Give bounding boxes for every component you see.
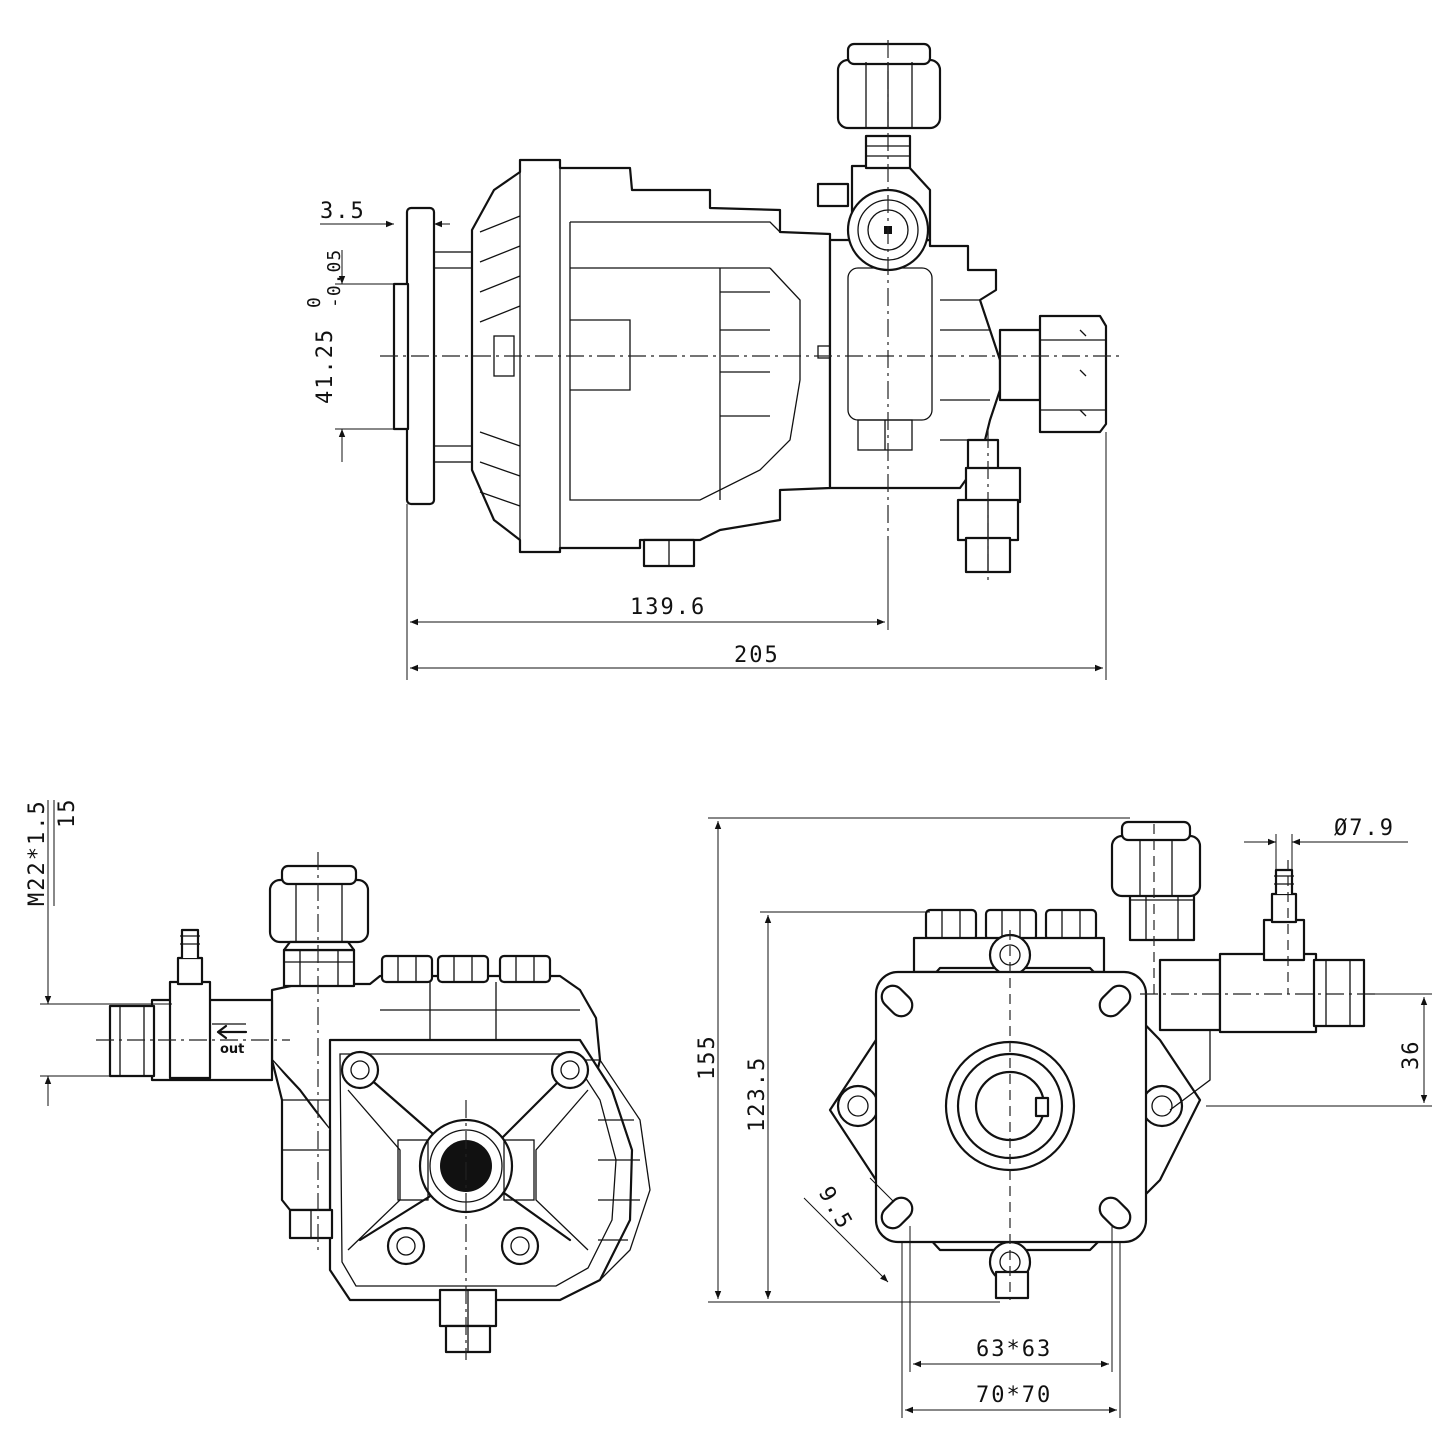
dim-thread-depth: 15 — [55, 798, 80, 829]
dim-shaft-tol-upper: 0 — [304, 296, 325, 308]
dim-thread: M22*1.5 — [25, 799, 50, 906]
dim-overall-length: 205 — [734, 643, 780, 668]
dim-hose-diameter: Ø7.9 — [1334, 816, 1395, 841]
dim-bolt-pattern: 63*63 — [976, 1337, 1052, 1362]
dim-flange-thickness: 3.5 — [320, 199, 366, 224]
rear-view: Ø7.9 36 155 123.5 9.5 63*63 — [695, 816, 1432, 1418]
dim-hole-diameter: 9.5 — [813, 1183, 858, 1235]
outlet-label: out — [220, 1042, 244, 1057]
dim-flange-size: 70*70 — [976, 1383, 1052, 1408]
dim-body-height: 123.5 — [745, 1056, 770, 1132]
dim-length-to-axis: 139.6 — [630, 595, 706, 620]
dim-outlet-offset: 36 — [1399, 1040, 1424, 1071]
dim-shaft-tol-lower: -0.05 — [324, 249, 345, 308]
front-view: out M22*1.5 15 — [25, 798, 651, 1360]
side-view: 3.5 41.25 0 -0.05 139.6 205 — [304, 40, 1120, 680]
dim-shaft-height: 41.25 — [313, 328, 338, 404]
dim-overall-height: 155 — [695, 1034, 720, 1080]
